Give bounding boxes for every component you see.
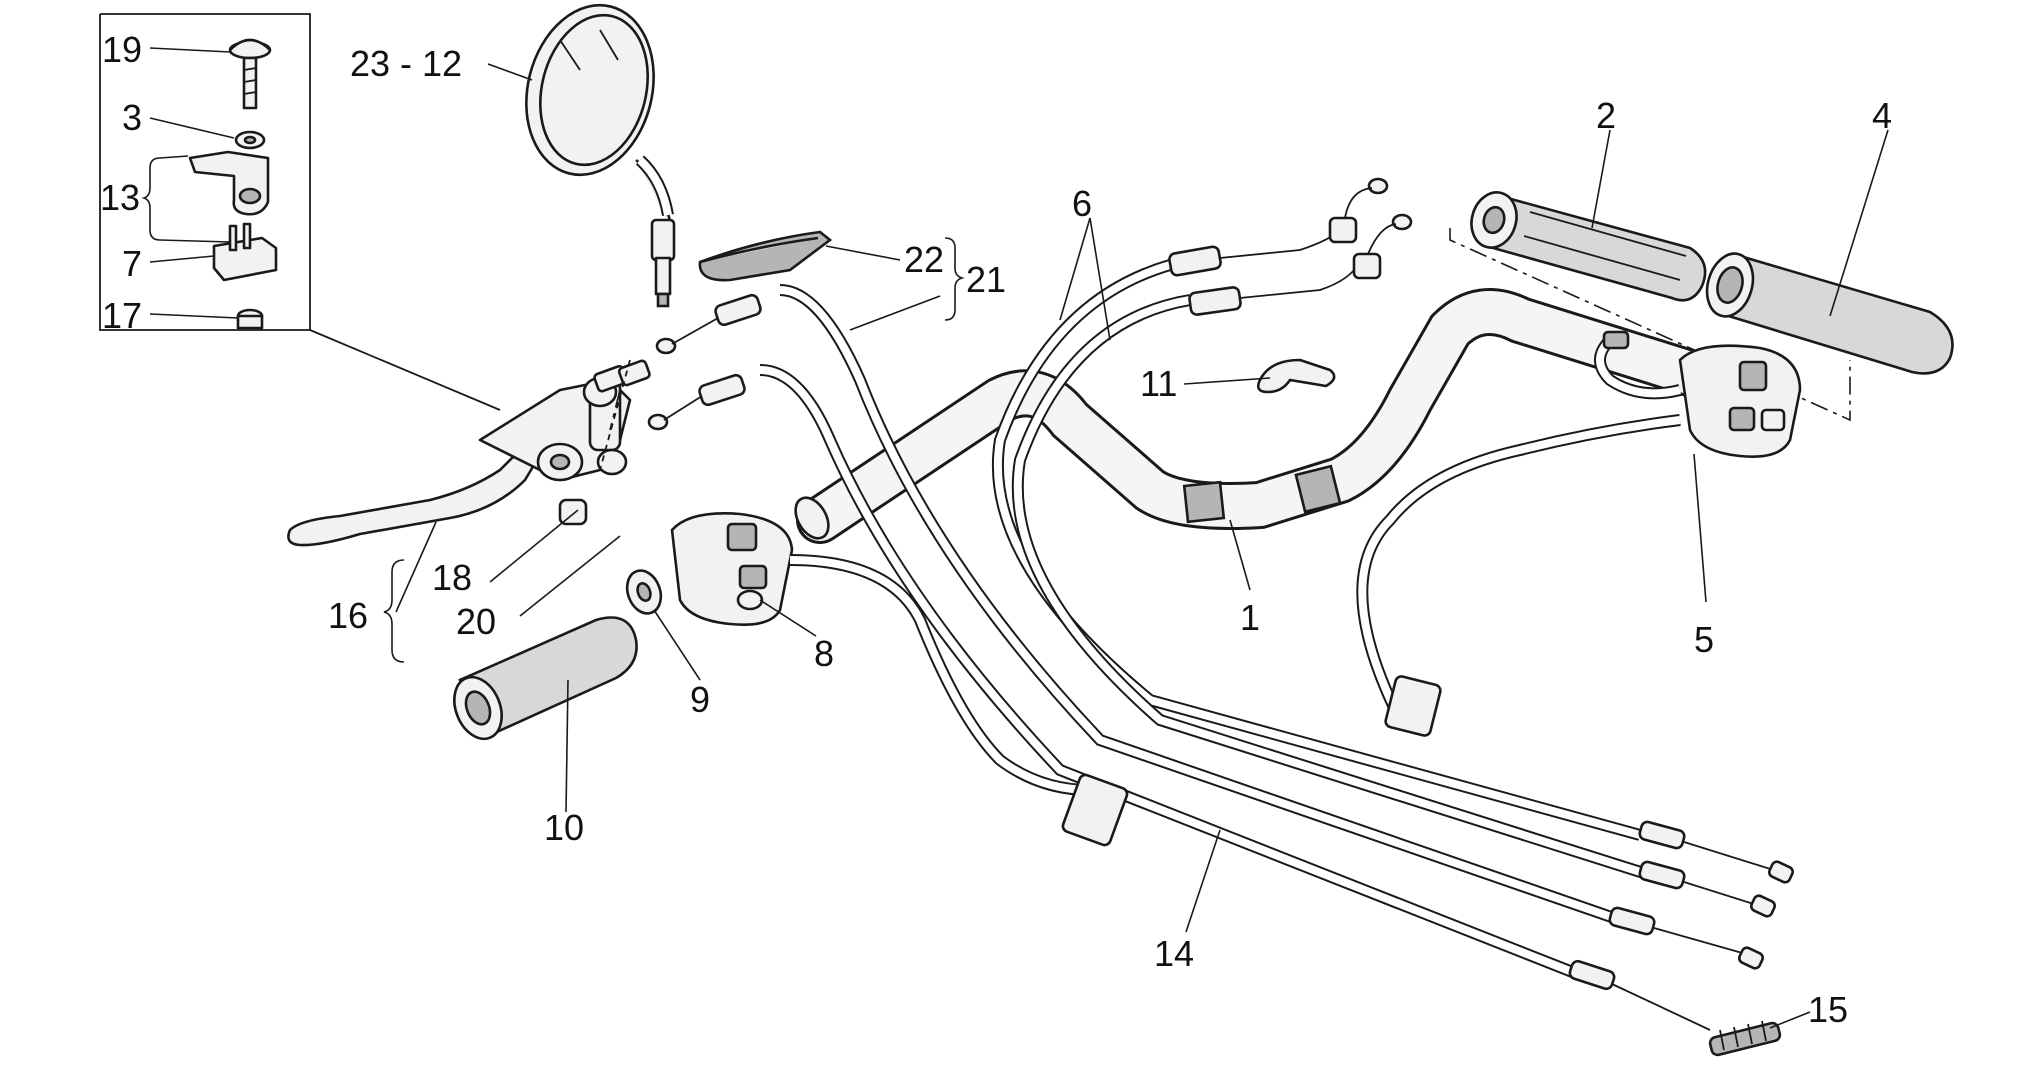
control-cables bbox=[647, 177, 1795, 1057]
callout-18: 18 bbox=[432, 557, 472, 598]
callout-3: 3 bbox=[122, 97, 142, 138]
clamp-bracket-part bbox=[188, 150, 270, 216]
callout-23-12: 23 - 12 bbox=[350, 43, 462, 84]
right-switch-housing-part bbox=[1356, 330, 1802, 737]
callout-labels: 19 3 13 7 17 23 - 12 22 21 6 11 2 4 1 5 … bbox=[100, 29, 1892, 1030]
lever-cover-part bbox=[698, 230, 833, 282]
spacer-washer-part bbox=[625, 569, 663, 615]
callout-4: 4 bbox=[1872, 95, 1892, 136]
right-grip-part bbox=[1705, 252, 1954, 375]
washer-part bbox=[234, 130, 266, 150]
callout-8: 8 bbox=[814, 633, 834, 674]
detail-inset-box bbox=[99, 13, 501, 411]
callout-5: 5 bbox=[1694, 619, 1714, 660]
callout-20: 20 bbox=[456, 601, 496, 642]
callout-6: 6 bbox=[1072, 183, 1092, 224]
mirror-part bbox=[525, 3, 676, 308]
throttle-grip-part bbox=[1470, 191, 1707, 302]
leader-lines bbox=[149, 47, 1889, 1029]
callout-1: 1 bbox=[1240, 597, 1260, 638]
callout-14: 14 bbox=[1154, 933, 1194, 974]
callout-16: 16 bbox=[328, 595, 368, 636]
switch-block-part bbox=[212, 222, 278, 282]
callout-22: 22 bbox=[904, 239, 944, 280]
cable-clip-part bbox=[1256, 358, 1336, 394]
left-grip-part bbox=[453, 616, 638, 741]
callout-9: 9 bbox=[690, 679, 710, 720]
callout-19: 19 bbox=[102, 29, 142, 70]
callout-21: 21 bbox=[966, 259, 1006, 300]
callout-7: 7 bbox=[122, 243, 142, 284]
plug-cap-part bbox=[236, 308, 264, 330]
brake-lever-assembly bbox=[287, 359, 651, 547]
callout-10: 10 bbox=[544, 807, 584, 848]
spring-part bbox=[1708, 1020, 1782, 1057]
callout-11: 11 bbox=[1140, 363, 1177, 404]
callout-17: 17 bbox=[102, 295, 142, 336]
callout-2: 2 bbox=[1596, 95, 1616, 136]
callout-13: 13 bbox=[100, 177, 140, 218]
callout-15: 15 bbox=[1808, 989, 1848, 1030]
left-switch-housing-part bbox=[670, 512, 1129, 847]
screw-part bbox=[228, 38, 272, 110]
